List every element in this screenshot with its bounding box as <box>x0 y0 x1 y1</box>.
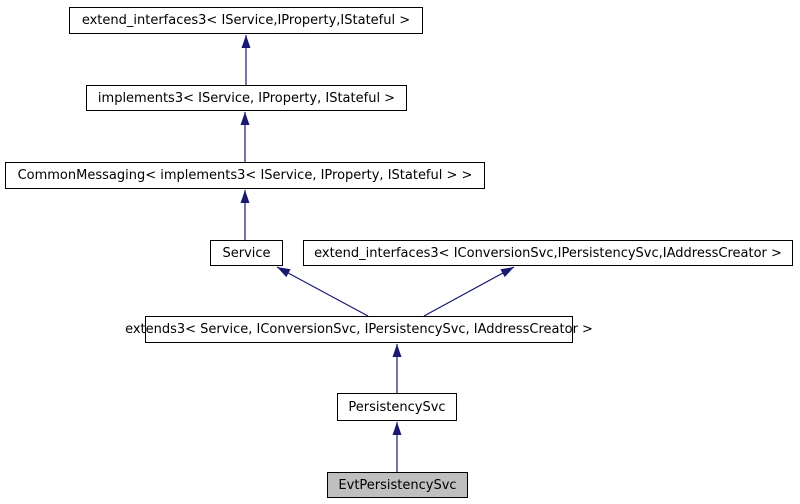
inheritance-edge-extends3-to-extend-interfaces3-iconversionsvc <box>423 266 515 317</box>
class-node-service[interactable]: Service <box>210 240 283 266</box>
class-node-persistencysvc[interactable]: PersistencySvc <box>337 393 457 421</box>
class-node-extend-interfaces3-iconversionsvc[interactable]: extend_interfaces3< IConversionSvc,IPers… <box>303 240 793 266</box>
inheritance-edge-extends3-to-service <box>276 266 369 317</box>
class-node-extends3[interactable]: extends3< Service, IConversionSvc, IPers… <box>125 316 593 343</box>
class-node-extend-interfaces3-iservice[interactable]: extend_interfaces3< IService,IProperty,I… <box>69 7 423 34</box>
class-node-evtpersistencysvc: EvtPersistencySvc <box>327 472 468 498</box>
class-node-commonmessaging[interactable]: CommonMessaging< implements3< IService, … <box>5 162 485 189</box>
class-node-implements3[interactable]: implements3< IService, IProperty, IState… <box>86 85 407 111</box>
edges-group <box>240 35 515 472</box>
